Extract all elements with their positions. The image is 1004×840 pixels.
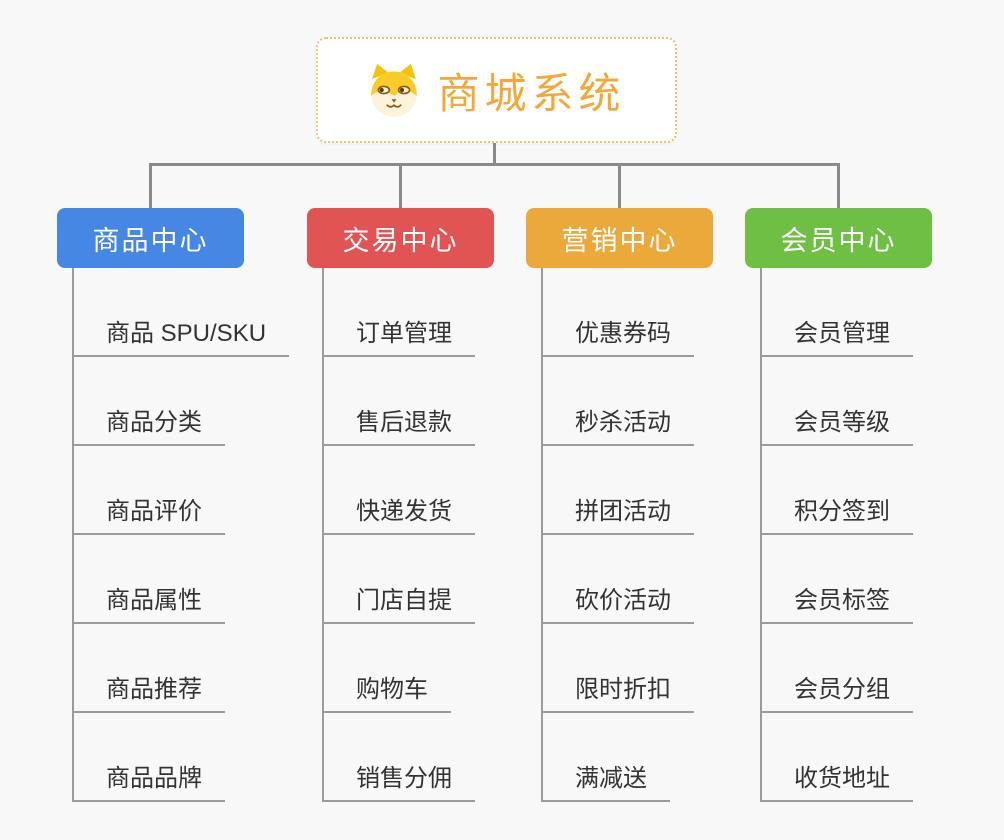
connector-horizontal-line	[149, 163, 840, 166]
child-node[interactable]: 满减送	[541, 765, 670, 802]
branch-node-4[interactable]: 会员中心	[745, 208, 932, 268]
child-node[interactable]: 售后退款	[322, 409, 475, 446]
child-node[interactable]: 会员管理	[760, 320, 913, 357]
child-node[interactable]: 商品品牌	[72, 765, 225, 802]
child-node[interactable]: 快递发货	[322, 498, 475, 535]
child-node[interactable]: 订单管理	[322, 320, 475, 357]
child-node[interactable]: 购物车	[322, 676, 451, 713]
child-node[interactable]: 会员分组	[760, 676, 913, 713]
root-node[interactable]: 商城系统	[316, 37, 677, 143]
child-node[interactable]: 销售分佣	[322, 765, 475, 802]
connector-root-stub	[493, 143, 496, 166]
branch-node-1[interactable]: 商品中心	[57, 208, 244, 268]
child-node[interactable]: 秒杀活动	[541, 409, 694, 446]
child-node[interactable]: 商品 SPU/SKU	[72, 320, 290, 357]
child-node[interactable]: 收货地址	[760, 765, 913, 802]
shiba-dog-icon	[371, 63, 418, 117]
child-node[interactable]: 拼团活动	[541, 498, 694, 535]
connector-drop-branch-4	[837, 165, 840, 208]
child-node[interactable]: 积分签到	[760, 498, 913, 535]
child-node[interactable]: 商品分类	[72, 409, 225, 446]
child-node[interactable]: 会员标签	[760, 587, 913, 624]
branch-trunk-line	[322, 268, 324, 802]
connector-drop-branch-2	[399, 165, 402, 208]
child-node[interactable]: 商品属性	[72, 587, 225, 624]
child-node[interactable]: 优惠券码	[541, 320, 694, 357]
branch-trunk-line	[72, 268, 74, 802]
connector-drop-branch-1	[149, 165, 152, 208]
child-node[interactable]: 会员等级	[760, 409, 913, 446]
child-node[interactable]: 门店自提	[322, 587, 475, 624]
branch-trunk-line	[760, 268, 762, 802]
child-node[interactable]: 商品推荐	[72, 676, 225, 713]
child-node[interactable]: 砍价活动	[541, 587, 694, 624]
branch-trunk-line	[541, 268, 543, 802]
branch-node-2[interactable]: 交易中心	[307, 208, 494, 268]
branch-node-3[interactable]: 营销中心	[526, 208, 713, 268]
child-node[interactable]: 限时折扣	[541, 676, 694, 713]
root-title: 商城系统	[437, 69, 626, 117]
connector-drop-branch-3	[618, 165, 621, 208]
child-node[interactable]: 商品评价	[72, 498, 225, 535]
